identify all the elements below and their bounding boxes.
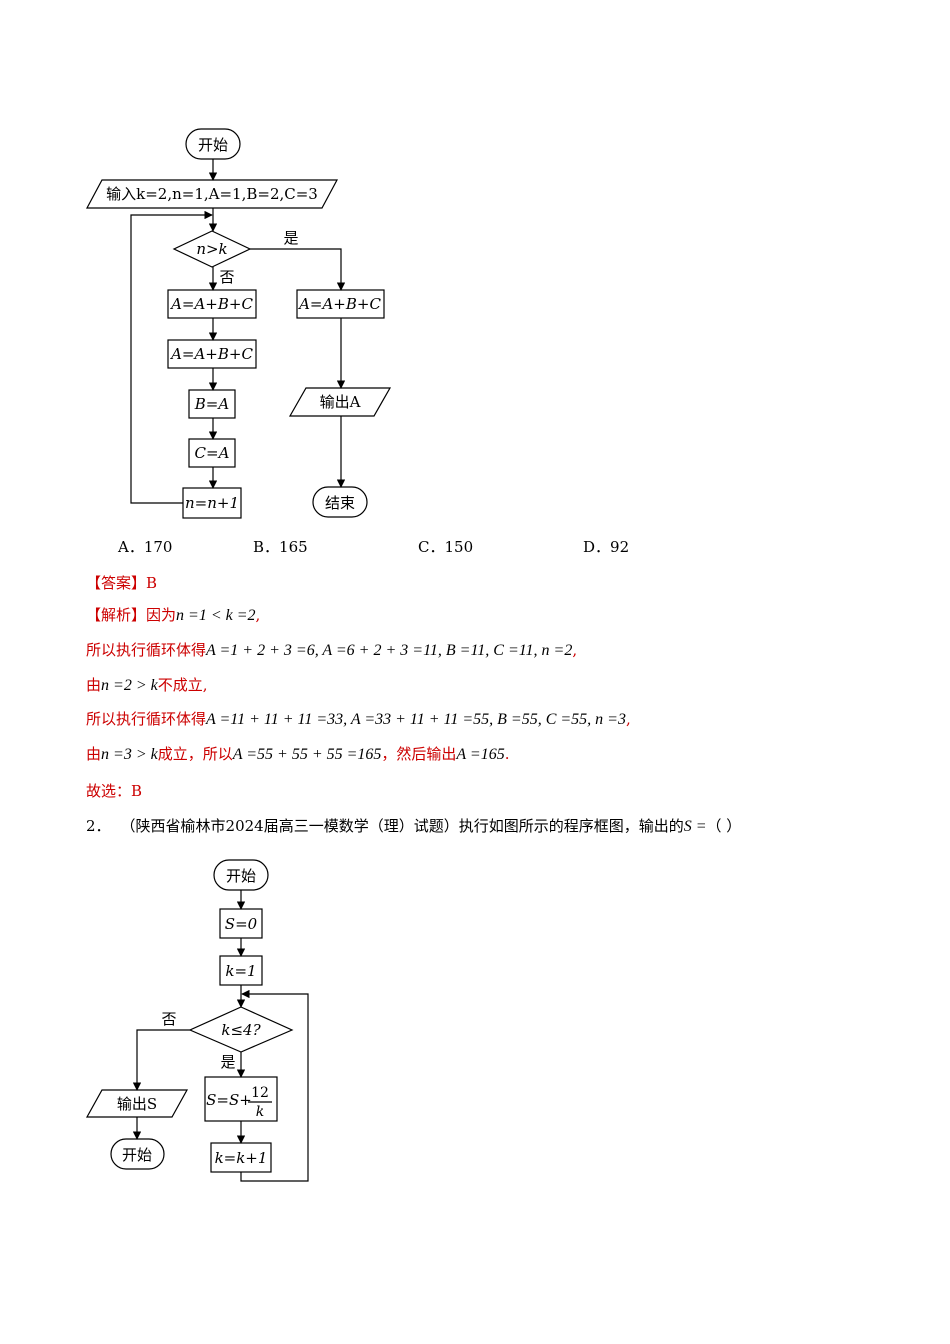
fc2-no-label: 否 — [161, 1010, 176, 1028]
fc1-start-label: 开始 — [198, 136, 228, 154]
analysis-line-5: 由n =3 > k成立，所以A =55 + 55 + 55 =165，然后输出A… — [86, 743, 509, 764]
analysis-l3-text1: 由 — [86, 676, 102, 694]
option-c[interactable]: C．150 — [418, 538, 474, 556]
fc2-start-label: 开始 — [226, 867, 256, 885]
analysis-l2-math: A =1 + 2 + 3 =6, A =6 + 2 + 3 =11, B =11… — [206, 642, 573, 659]
analysis-l5-math2: A =55 + 55 + 55 =165 — [232, 746, 382, 763]
fc1-yes-label: 是 — [283, 229, 298, 247]
fc2-frac-den: k — [256, 1104, 264, 1120]
flowchart-1: 开始 输入k=2,n=1,A=1,B=2,C=3 n>k 是 否 A=A+B+C… — [85, 128, 392, 519]
analysis-l4-text: 所以执行循环体得 — [86, 710, 207, 728]
fc1-output-label: 输出A — [320, 393, 361, 411]
analysis-l1-math: n =1 < k =2 — [176, 607, 256, 624]
flowchart-2: 开始 S=0 k=1 k≤4? 否 是 S=S+ 12 k k=k+1 输出S … — [85, 859, 309, 1182]
question-2-paren: （ ） — [706, 817, 742, 835]
fc1-step5-label: n=n+1 — [185, 494, 239, 512]
analysis-line-4: 所以执行循环体得A =11 + 11 + 11 =33, A =33 + 11 … — [86, 708, 631, 729]
fc1-step4-label: C=A — [195, 444, 230, 462]
analysis-l5-text1: 由 — [86, 745, 102, 763]
analysis-line-1: 【解析】因为n =1 < k =2, — [86, 604, 260, 625]
analysis-l2-end: , — [572, 641, 578, 659]
fc2-frac-num: 12 — [251, 1085, 269, 1101]
fc1-step1-label: A=A+B+C — [169, 295, 253, 313]
fc1-yes-step-label: A=A+B+C — [297, 295, 381, 313]
fc2-cond-label: k≤4? — [221, 1021, 261, 1039]
question-2-number: 2． — [86, 817, 111, 835]
analysis-l4-end: , — [625, 710, 631, 728]
option-d[interactable]: D．92 — [583, 538, 630, 556]
analysis-l2-text: 所以执行循环体得 — [86, 641, 207, 659]
analysis-l4-math: A =11 + 11 + 11 =33, A =33 + 11 + 11 =55… — [206, 711, 626, 728]
fc2-end-label: 开始 — [122, 1146, 152, 1164]
fc1-end-label: 结束 — [325, 494, 355, 512]
analysis-l1-text: 因为 — [146, 606, 177, 624]
fc1-cond-label: n>k — [196, 240, 227, 258]
analysis-line-3: 由n =2 > k不成立, — [86, 674, 208, 695]
analysis-l3-text2: 不成立, — [157, 676, 208, 694]
fc2-k1-label: k=1 — [225, 962, 256, 980]
option-b[interactable]: B．165 — [253, 538, 308, 556]
fc2-output-label: 输出S — [117, 1095, 157, 1113]
question-2-math: S = — [683, 818, 707, 835]
analysis-l5-math1: n =3 > k — [101, 746, 158, 763]
fc1-decision — [172, 230, 252, 268]
fc1-input-box — [85, 179, 339, 209]
answer-line: 【答案】B — [86, 572, 157, 593]
fc1-step2-label: A=A+B+C — [169, 345, 253, 363]
analysis-l5-math3: A =165 — [456, 746, 505, 763]
fc1-step3-label: B=A — [194, 395, 230, 413]
question-2: 2． （陕西省榆林市2024届高三一模数学（理）试题）执行如图所示的程序框图，输出… — [86, 815, 741, 836]
fc2-s0-label: S=0 — [225, 915, 258, 933]
analysis-l5-end: . — [504, 745, 510, 763]
analysis-line-2: 所以执行循环体得A =1 + 2 + 3 =6, A =6 + 2 + 3 =1… — [86, 639, 577, 660]
answer-value: B — [146, 574, 158, 592]
analysis-l3-math: n =2 > k — [101, 677, 158, 694]
analysis-tag: 【解析】 — [86, 606, 147, 624]
question-2-text: （陕西省榆林市2024届高三一模数学（理）试题）执行如图所示的程序框图，输出的 — [120, 817, 684, 835]
analysis-l5-text2: 成立，所以 — [157, 745, 233, 763]
fc2-inc-label: k=k+1 — [215, 1149, 268, 1167]
answer-tag: 【答案】 — [86, 574, 147, 592]
analysis-conclusion: 故选：B — [86, 782, 143, 800]
analysis-l5-text3: ，然后输出 — [381, 745, 457, 763]
fc2-yes-label: 是 — [220, 1053, 235, 1071]
option-a[interactable]: A．170 — [118, 538, 173, 556]
fc1-output-box — [288, 387, 392, 417]
fc1-input-label: 输入k=2,n=1,A=1,B=2,C=3 — [106, 185, 318, 203]
fc2-update-label: S=S+ — [206, 1091, 252, 1109]
fc2-output-box — [85, 1089, 189, 1118]
analysis-l1-end: , — [255, 606, 261, 624]
fc1-no-label: 否 — [219, 268, 234, 286]
